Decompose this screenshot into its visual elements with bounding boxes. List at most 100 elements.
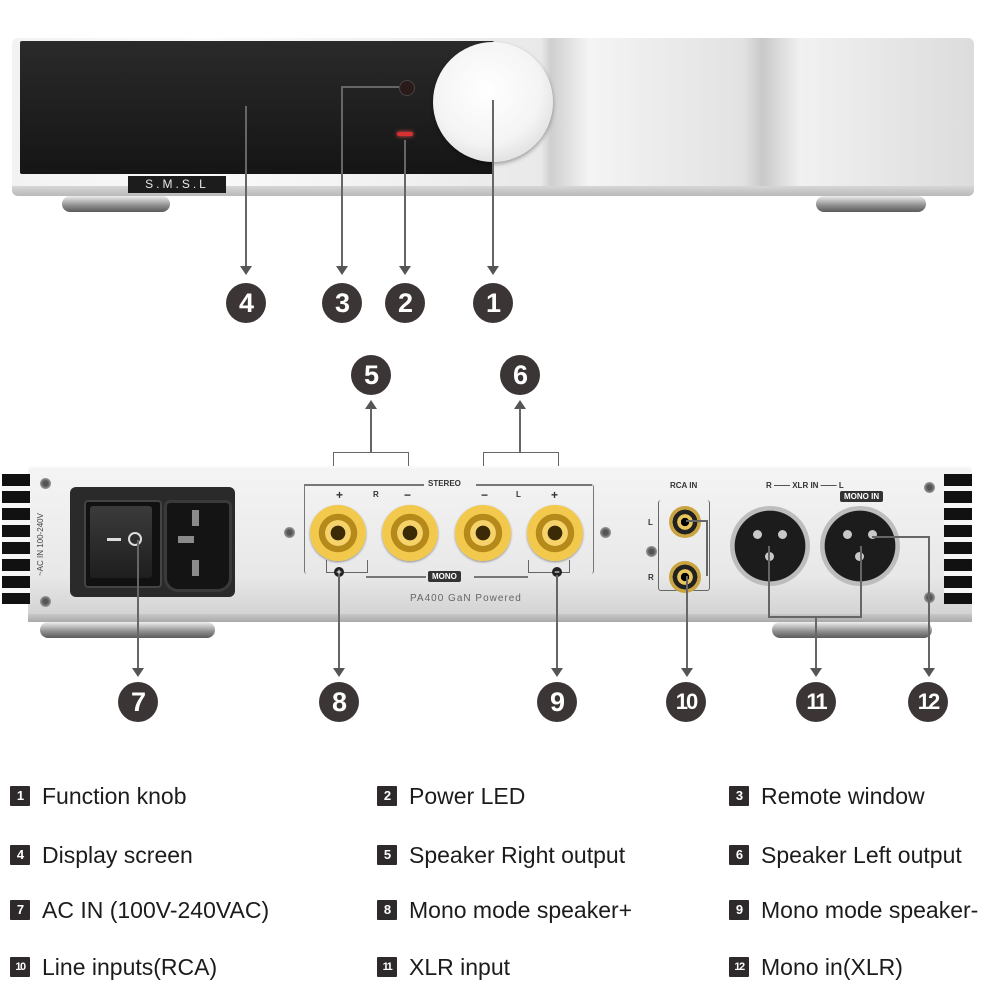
arrow-icon [923,668,935,677]
legend-number: 9 [729,900,749,920]
switch-off-mark [128,532,142,546]
speaker-left-plus-terminal [527,505,583,561]
screw [40,478,51,489]
callout-badge-3: 3 [322,283,362,323]
legend-item: 3 Remote window [729,782,925,810]
power-switch-rocker [90,506,152,578]
legend-label: AC IN (100V-240VAC) [42,896,270,923]
legend-label: Mono mode speaker+ [409,896,633,923]
callout-badge-8: 8 [319,682,359,722]
ac-pin [192,510,199,526]
r-label: R [373,490,379,499]
screw [600,527,611,538]
xlr-right-input [730,506,810,586]
legend-number: 5 [377,845,397,865]
rca-in-label: RCA IN [670,481,698,490]
callout-line-1 [492,100,494,266]
l-label: L [516,490,521,499]
minus-label: − [404,488,412,502]
legend-item: 4 Display screen [10,841,193,869]
arrow-icon [365,400,377,409]
legend-number: 4 [10,845,30,865]
arrow-icon [399,266,411,275]
callout-badge-2: 2 [385,283,425,323]
ac-pin [192,560,199,576]
brand-logo: S.M.S.L [128,176,226,193]
speaker-terminal-frame [304,484,594,574]
rca-r-label: R [648,573,654,582]
legend-label: XLR input [409,953,511,980]
callout-line-5 [370,408,372,453]
xlr-pin [753,530,762,539]
legend-number: 1 [10,786,30,806]
arrow-icon [514,400,526,409]
left-heatsink [2,474,30,604]
mono-tag: MONO [428,571,461,582]
legend-label: Line inputs(RCA) [42,953,218,980]
legend-label: Speaker Right output [409,841,626,868]
xlr-pin [843,530,852,539]
legend-number: 6 [729,845,749,865]
callout-line-10-v [706,520,708,576]
legend-item: 1 Function knob [10,782,186,810]
screw [646,546,657,557]
right-heatsink [944,474,972,604]
legend-number: 11 [377,957,397,977]
callout-badge-5: 5 [351,355,391,395]
plus-label: + [336,488,344,502]
legend-item: 5 Speaker Right output [377,841,625,869]
callout-line-10-h [686,520,708,522]
rca-left-input [669,506,701,538]
legend-number: 12 [729,957,749,977]
legend-item: 9 Mono mode speaker- [729,896,978,924]
rca-l-label: L [648,518,653,527]
arrow-icon [810,668,822,677]
mono-plus-mark: + [334,567,344,577]
legend-label: Remote window [761,782,925,809]
model-label: PA400 GaN Powered [410,593,522,604]
arrow-icon [551,668,563,677]
arrow-icon [240,266,252,275]
callout-line-4 [245,106,247,266]
callout-line-6 [519,408,521,453]
ac-in-label: ~AC IN 100-240V [36,513,45,577]
callout-line-7 [137,540,139,670]
callout-line-9 [556,575,558,668]
callout-line-11-b [860,546,862,618]
callout-line-3 [341,86,343,266]
mono-minus-mark: − [552,567,562,577]
display-screen [20,41,494,174]
front-left-foot [62,196,170,212]
legend-item: 8 Mono mode speaker+ [377,896,632,924]
callout-line-3-h [341,86,399,88]
legend-item: 2 Power LED [377,782,525,810]
arrow-icon [681,668,693,677]
xlr-pin [855,552,864,561]
ac-pin [178,536,194,543]
callout-line-12 [928,536,930,668]
plus-label: + [551,488,559,502]
remote-window [399,80,415,96]
speaker-right-plus-terminal [310,505,366,561]
rear-panel-edge [28,614,972,622]
screw [284,527,295,538]
legend-number: 3 [729,786,749,806]
xlr-pin [868,530,877,539]
minus-label: − [481,488,489,502]
speaker-left-minus-terminal [455,505,511,561]
callout-badge-6: 6 [500,355,540,395]
mono-in-tag: MONO IN [840,491,884,502]
legend-number: 8 [377,900,397,920]
frame-line [304,484,424,486]
arrow-icon [487,266,499,275]
mono-plus-bracket [326,560,368,573]
xlr-in-label: R —— XLR IN —— L [766,481,844,490]
legend-label: Display screen [42,841,193,868]
rear-right-foot [772,622,932,638]
arrow-icon [336,266,348,275]
legend-label: Speaker Left output [761,841,962,868]
legend-label: Function knob [42,782,187,809]
legend-label: Power LED [409,782,526,809]
rca-right-input [669,561,701,593]
callout-badge-11: 11 [796,682,836,722]
